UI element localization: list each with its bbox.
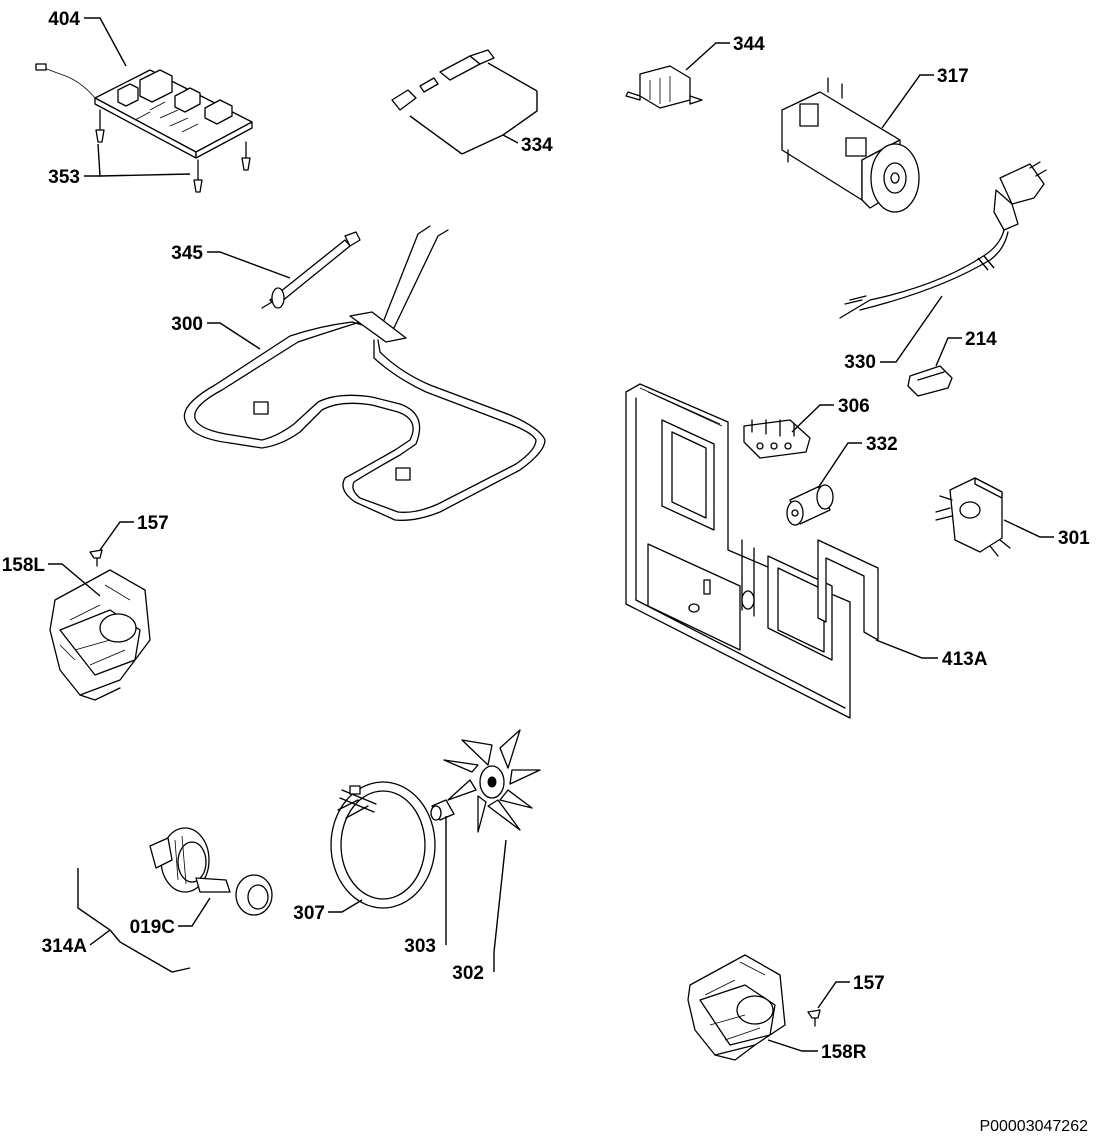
part-306-terminal-block [743, 419, 811, 459]
part-labels: 404 353 334 344 317 345 300 330 214 306 … [2, 9, 1090, 1063]
part-344-thermal-switch [625, 65, 703, 109]
part-353-support-pins [95, 109, 251, 193]
part-300-heating-element [183, 225, 546, 521]
label-330: 330 [844, 352, 876, 373]
label-404: 404 [48, 9, 80, 30]
label-301: 301 [1058, 528, 1090, 549]
part-332-capacitor [786, 484, 834, 526]
part-301-fan-motor [935, 477, 1011, 557]
label-353: 353 [48, 167, 80, 188]
label-317: 317 [937, 66, 969, 87]
label-158L: 158L [2, 555, 46, 576]
label-345: 345 [171, 243, 203, 264]
label-314A: 314A [42, 936, 88, 957]
part-158R-hinge-right [687, 954, 786, 1061]
label-303: 303 [404, 936, 436, 957]
label-332: 332 [866, 434, 898, 455]
label-300: 300 [171, 314, 203, 335]
part-334-lamp-holder [391, 49, 495, 111]
part-157-screw-lower [807, 1009, 821, 1027]
label-334: 334 [521, 135, 553, 156]
part-404-circuit-board [35, 63, 253, 159]
part-317-cooling-fan [781, 77, 920, 213]
label-157-lower: 157 [853, 973, 885, 994]
part-303-nut [430, 799, 455, 821]
label-019C: 019C [130, 917, 176, 938]
label-306: 306 [838, 396, 870, 417]
part-302-fan-blade [443, 729, 541, 833]
part-345-temperature-sensor [261, 231, 361, 309]
part-307-circular-element [330, 781, 436, 909]
part-158L-hinge-left [49, 569, 151, 701]
reference-number: P00003047262 [979, 1118, 1088, 1135]
part-214-cable-clamp [907, 365, 953, 397]
label-214: 214 [965, 329, 997, 350]
label-413A: 413A [942, 649, 988, 670]
label-302: 302 [452, 963, 484, 984]
part-019C-thermostat [149, 827, 273, 916]
part-413A-rear-panel [625, 383, 879, 719]
label-157-upper: 157 [137, 513, 169, 534]
label-158R: 158R [821, 1042, 867, 1063]
label-344: 344 [733, 34, 765, 55]
part-330-power-cord [839, 161, 1047, 319]
leader-lines [48, 17, 1054, 1052]
part-157-screw-upper [89, 549, 103, 567]
label-307: 307 [293, 903, 325, 924]
